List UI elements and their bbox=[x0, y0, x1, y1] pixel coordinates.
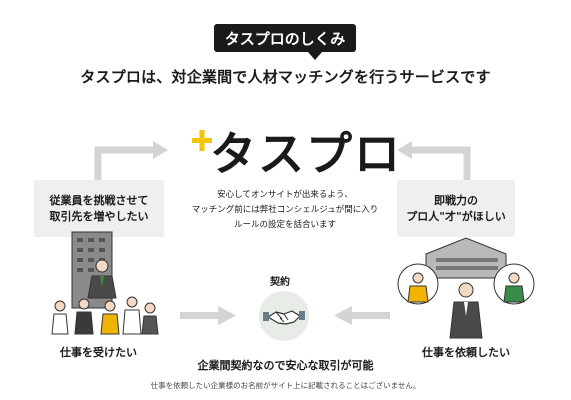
handshake-icon bbox=[259, 291, 309, 341]
right-need-box: 即戦力の プロ人"才"がほしい bbox=[397, 180, 515, 237]
right-box-line: プロ人"才"がほしい bbox=[406, 209, 506, 223]
arrow-left-to-logo bbox=[94, 146, 155, 180]
left-box-line: 従業員を挑戦させて bbox=[49, 193, 149, 207]
left-need-box: 従業員を挑戦させて 取引先を増やしたい bbox=[34, 180, 164, 237]
description-line: 安心してオンサイトが出来るよう、 bbox=[217, 190, 353, 200]
privacy-note: 仕事を依頼したい企業様のお名前がサイト上に記載されることはございません。 bbox=[150, 381, 421, 390]
right-box-line: 即戦力の bbox=[434, 193, 478, 207]
arrow-left-to-contract bbox=[180, 312, 220, 319]
contract-label: 契約 bbox=[270, 277, 290, 288]
left-company-illustration bbox=[51, 231, 159, 335]
page-subtitle: タスプロは、対企業間で人材マッチングを行うサービスです bbox=[80, 68, 491, 86]
logo-wordmark: タスプロ bbox=[210, 127, 395, 180]
left-box-line: 取引先を増やしたい bbox=[49, 209, 149, 223]
arrow-left-to-contract-head bbox=[218, 306, 236, 325]
arrow-right-to-logo bbox=[410, 146, 471, 180]
logo-plus-accent-vertical bbox=[199, 130, 205, 151]
header-badge-tail bbox=[308, 52, 322, 60]
right-label: 仕事を依頼したい bbox=[422, 346, 510, 359]
arrow-right-to-contract-head bbox=[334, 306, 352, 325]
arrow-right-to-logo-head bbox=[397, 141, 412, 159]
arrow-left-to-logo-head bbox=[153, 141, 168, 159]
header-badge: タスプロのしくみ bbox=[214, 24, 356, 52]
right-company-illustration bbox=[397, 237, 535, 339]
bottom-headline: 企業間契約なので安心な取引が可能 bbox=[197, 359, 374, 372]
arrow-right-to-contract bbox=[350, 312, 390, 319]
taspro-logo: タスプロ bbox=[192, 127, 395, 180]
left-label: 仕事を受けたい bbox=[60, 346, 137, 359]
concierge-description: 安心してオンサイトが出来るよう、 マッチング前には弊社コンシェルジュが間に入り … bbox=[160, 188, 410, 233]
description-line: マッチング前には弊社コンシェルジュが間に入り bbox=[191, 205, 379, 215]
description-line: ルールの設定を話合います bbox=[233, 220, 336, 230]
